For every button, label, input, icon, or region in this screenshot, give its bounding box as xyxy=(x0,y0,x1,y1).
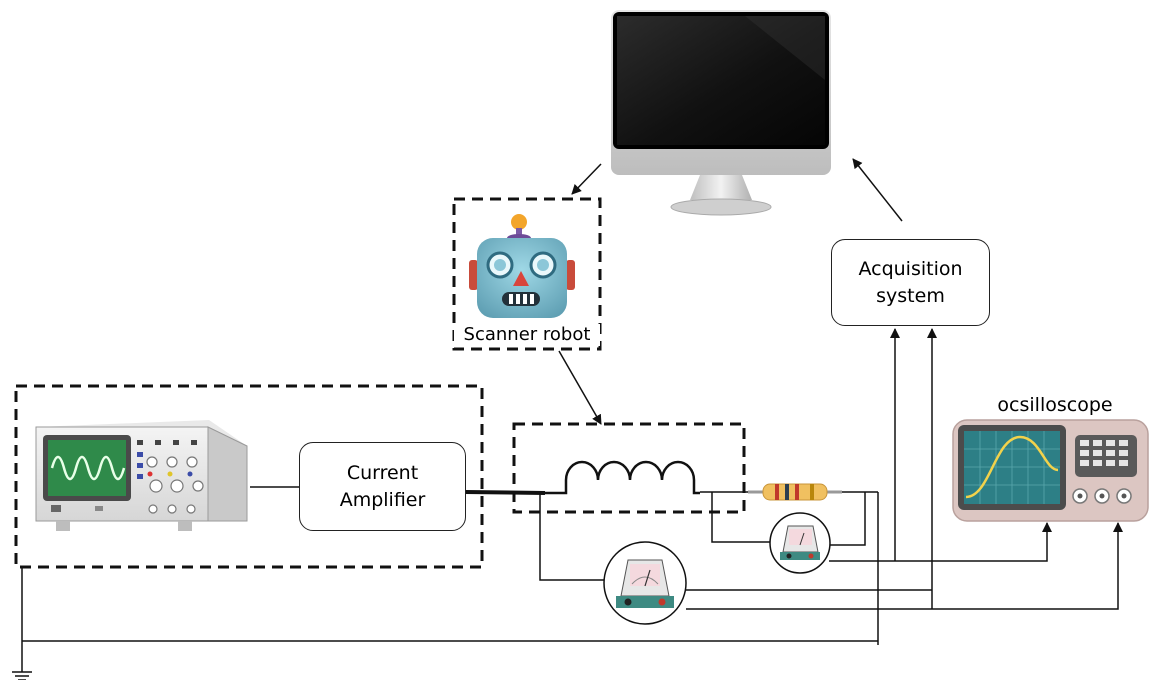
monitor-icon xyxy=(611,10,831,216)
ground-icon xyxy=(12,671,32,680)
oscilloscope-label: ocsilloscope xyxy=(997,394,1113,416)
robot-group-box xyxy=(452,197,602,351)
wires xyxy=(21,158,1123,672)
resistor-icon xyxy=(748,483,842,501)
current-amplifier-box: Current Amplifier xyxy=(299,442,466,531)
voltmeter-icon xyxy=(603,541,687,625)
voltmeter-icon xyxy=(769,512,831,574)
acquisition-system-line1: Acquisition xyxy=(858,257,963,280)
scanner-robot-label: Scanner robot xyxy=(454,324,600,346)
oscilloscope-icon xyxy=(952,419,1149,522)
inductor-coil-icon xyxy=(545,460,700,495)
robot-icon xyxy=(469,214,575,318)
current-amplifier-line2: Amplifier xyxy=(339,488,426,511)
coil-group-box xyxy=(512,422,746,514)
current-amplifier-line1: Current xyxy=(346,461,419,484)
acquisition-system-line2: system xyxy=(876,284,945,307)
acquisition-system-box: Acquisition system xyxy=(831,239,990,326)
signal-generator-icon xyxy=(35,420,248,531)
